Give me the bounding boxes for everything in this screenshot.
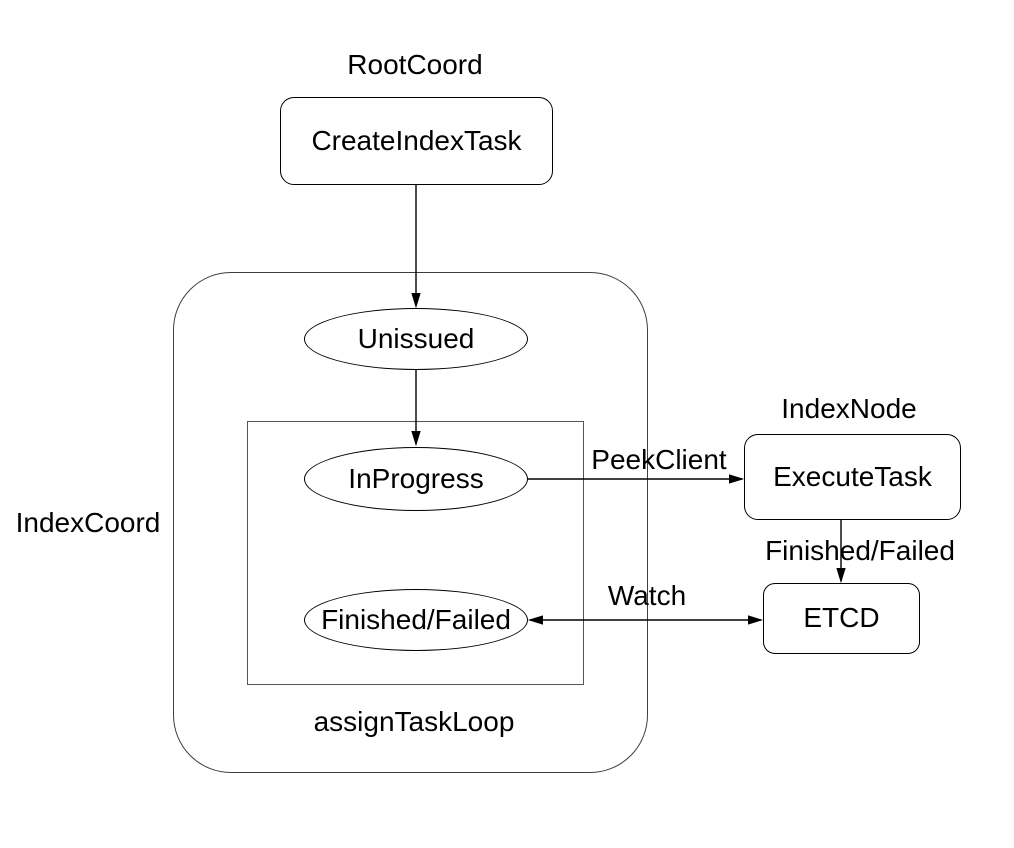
assign-task-loop-label: assignTaskLoop [313, 706, 515, 737]
node-execute-task-label: ExecuteTask [773, 460, 932, 492]
edge-label-watch: Watch [607, 580, 687, 611]
node-etcd-label: ETCD [803, 602, 880, 634]
node-finished-failed-label: Finished/Failed [321, 603, 511, 635]
node-create-index-task: CreateIndexTask [280, 97, 553, 185]
root-coord-group-label: RootCoord [347, 49, 483, 80]
node-etcd: ETCD [763, 583, 920, 654]
edge-label-peek-client: PeekClient [591, 444, 727, 475]
node-in-progress: InProgress [304, 447, 528, 511]
node-finished-failed: Finished/Failed [304, 589, 528, 651]
index-coord-group-label: IndexCoord [15, 507, 161, 538]
node-in-progress-label: InProgress [348, 462, 484, 494]
index-node-group-label: IndexNode [781, 393, 917, 424]
node-execute-task: ExecuteTask [744, 434, 961, 520]
node-unissued-label: Unissued [357, 322, 475, 354]
node-unissued: Unissued [304, 308, 528, 370]
node-create-index-task-label: CreateIndexTask [311, 124, 522, 156]
index-coord-container [173, 272, 648, 773]
edge-label-finished-failed: Finished/Failed [765, 535, 955, 566]
